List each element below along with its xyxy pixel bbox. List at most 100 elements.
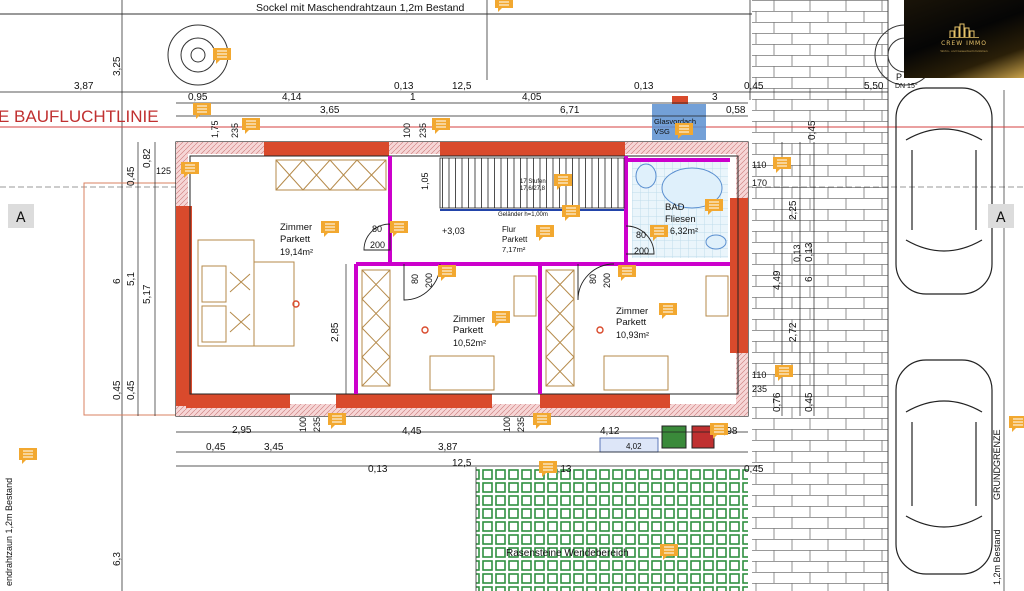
svg-text:80: 80 xyxy=(410,274,420,284)
crew-immo-logo: CREW IMMO Wohn- und Gewerbeimmobilien xyxy=(904,0,1024,78)
svg-text:0,45: 0,45 xyxy=(126,380,137,400)
partition-walls xyxy=(354,156,730,394)
note-icon[interactable] xyxy=(390,221,408,237)
parking-area xyxy=(888,0,1024,591)
svg-text:0,13: 0,13 xyxy=(634,81,654,92)
svg-text:0,45: 0,45 xyxy=(744,464,764,475)
logo-brand: CREW IMMO xyxy=(941,40,987,47)
svg-text:0,45: 0,45 xyxy=(206,442,226,453)
svg-text:0,13: 0,13 xyxy=(792,244,802,262)
svg-text:3,65: 3,65 xyxy=(320,105,340,116)
note-icon[interactable] xyxy=(554,174,572,190)
svg-text:0,82: 0,82 xyxy=(142,148,153,168)
wardrobe xyxy=(275,159,575,387)
note-icon[interactable] xyxy=(193,103,211,119)
toilet-icon xyxy=(705,234,727,250)
note-icon[interactable] xyxy=(660,544,678,560)
room-area-flur: 7,17m² xyxy=(502,245,526,254)
note-icon[interactable] xyxy=(562,205,580,221)
room-name-bad: BAD xyxy=(665,202,685,213)
svg-text:100: 100 xyxy=(502,417,512,432)
note-icon[interactable] xyxy=(705,199,723,215)
wall-segment xyxy=(540,394,670,408)
level-mark: +3,03 xyxy=(442,226,465,236)
note-icon[interactable] xyxy=(432,118,450,134)
note-icon[interactable] xyxy=(710,423,728,439)
note-icon[interactable] xyxy=(213,48,231,64)
brick-paving xyxy=(752,0,888,591)
svg-text:170: 170 xyxy=(752,178,767,188)
svg-text:0,13: 0,13 xyxy=(368,464,388,475)
svg-text:0,45: 0,45 xyxy=(744,81,764,92)
note-icon[interactable] xyxy=(775,365,793,381)
svg-text:235: 235 xyxy=(752,384,767,394)
note-icon[interactable] xyxy=(533,413,551,429)
svg-text:0,45: 0,45 xyxy=(807,120,818,140)
pergola-left-label: P xyxy=(896,72,902,82)
door-swings xyxy=(363,223,655,301)
stairs-railing: Geländer h=1,00m xyxy=(498,212,548,218)
note-icon[interactable] xyxy=(618,265,636,281)
note-icon[interactable] xyxy=(675,123,693,139)
svg-text:100: 100 xyxy=(298,417,308,432)
wall-segment xyxy=(264,142,389,156)
svg-text:5,17: 5,17 xyxy=(142,284,153,304)
svg-text:4,49: 4,49 xyxy=(772,270,783,290)
note-icon[interactable] xyxy=(321,221,339,237)
sink-icon xyxy=(635,163,657,189)
note-icons[interactable] xyxy=(19,0,1024,560)
table-icon xyxy=(603,355,669,391)
dimension-lines xyxy=(0,91,888,467)
svg-text:4,14: 4,14 xyxy=(282,92,302,103)
svg-text:100: 100 xyxy=(402,123,412,138)
baufluchtlinie-label: E BAUFLUCHTLINIE xyxy=(0,107,159,126)
svg-text:0,95: 0,95 xyxy=(188,92,208,103)
svg-text:0,13: 0,13 xyxy=(552,464,572,475)
svg-text:6,3: 6,3 xyxy=(112,552,123,566)
svg-text:2,25: 2,25 xyxy=(788,200,799,220)
room-floor-zimmer3: Parkett xyxy=(616,317,646,328)
section-marker xyxy=(988,204,1014,228)
glasvordach-label: Glasvordach xyxy=(654,117,696,126)
table-icon xyxy=(429,355,495,391)
grass-pavers xyxy=(476,467,748,591)
note-icon[interactable] xyxy=(773,157,791,173)
pergola-right-label: DN 15° xyxy=(895,82,918,90)
glasvordach-vsg: VSG xyxy=(654,127,670,136)
wall-segment xyxy=(176,206,192,406)
note-icon[interactable] xyxy=(242,118,260,134)
bed-icon xyxy=(197,239,295,347)
note-icon[interactable] xyxy=(328,413,346,429)
rubbish-bin-icon xyxy=(661,425,687,449)
note-icon[interactable] xyxy=(539,461,557,477)
svg-text:200: 200 xyxy=(634,246,649,256)
section-label-left: A xyxy=(16,210,26,226)
room-floor-bad: Fliesen xyxy=(665,214,696,225)
note-icon[interactable] xyxy=(492,311,510,327)
svg-text:0,45: 0,45 xyxy=(112,380,123,400)
note-icon[interactable] xyxy=(650,225,668,241)
svg-text:80: 80 xyxy=(636,230,646,240)
section-marker xyxy=(8,204,34,228)
note-icon[interactable] xyxy=(1009,416,1024,432)
svg-text:12,5: 12,5 xyxy=(452,458,472,469)
svg-text:0,13: 0,13 xyxy=(394,81,414,92)
svg-text:5,1: 5,1 xyxy=(126,272,137,286)
ceiling-light-marks xyxy=(292,300,604,334)
note-icon[interactable] xyxy=(495,0,513,12)
svg-text:0,45: 0,45 xyxy=(804,392,815,412)
svg-text:3,45: 3,45 xyxy=(264,442,284,453)
svg-text:80: 80 xyxy=(372,224,382,234)
note-icon[interactable] xyxy=(181,162,199,178)
note-icon[interactable] xyxy=(659,303,677,319)
svg-text:6,71: 6,71 xyxy=(560,105,580,116)
svg-text:235: 235 xyxy=(516,417,526,432)
skyline-icon xyxy=(949,23,979,38)
room-area-zimmer3: 10,93m² xyxy=(616,330,649,340)
room-floor-flur: Parkett xyxy=(502,235,528,244)
note-icon[interactable] xyxy=(536,225,554,241)
note-icon[interactable] xyxy=(19,448,37,464)
note-icon[interactable] xyxy=(438,265,456,281)
svg-text:5,50: 5,50 xyxy=(864,81,884,92)
